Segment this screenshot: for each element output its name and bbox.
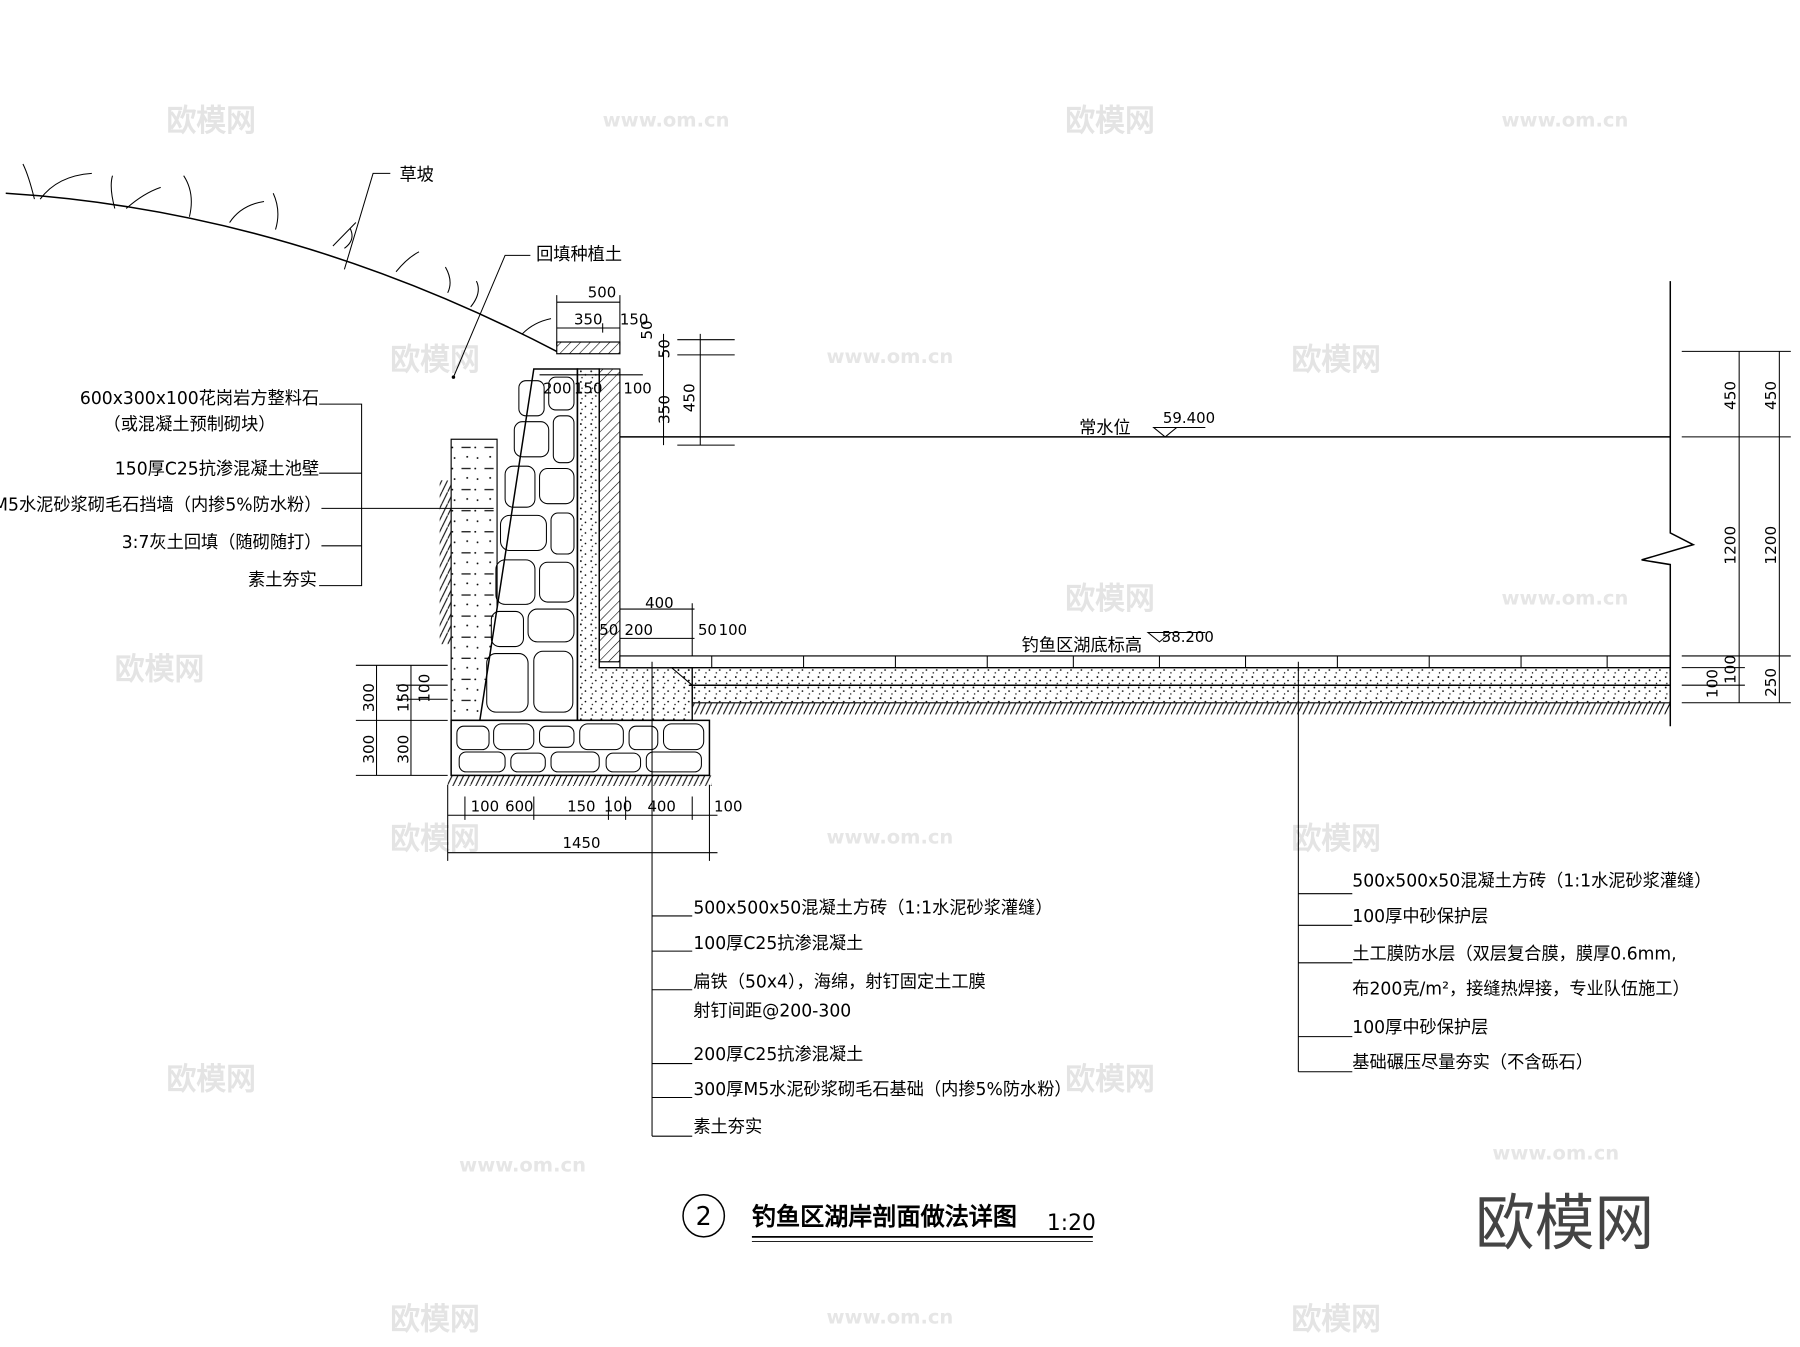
callout-text: 射钉间距@200-300 bbox=[693, 1002, 851, 1022]
callout-text: 200厚C25抗渗混凝土 bbox=[693, 1045, 863, 1065]
callout-text: 基础碾压尽量夯实（不含砾石） bbox=[1352, 1053, 1593, 1073]
callout-text: 3:7灰土回填（随砌随打） bbox=[122, 533, 322, 553]
watermark: 欧模网 bbox=[1065, 104, 1155, 139]
brand-logo: 欧模网 bbox=[1475, 1188, 1654, 1259]
dimension-label: 150 bbox=[574, 379, 602, 397]
callout-text: 300厚M5水泥砂浆砌毛石基础（内掺5%防水粉） bbox=[693, 1080, 1071, 1100]
title-text: 钓鱼区湖岸剖面做法详图 bbox=[752, 1202, 1017, 1231]
grass-slope: 草坡 回填种植土 bbox=[5, 163, 622, 379]
backfill-soil-label: 回填种植土 bbox=[536, 245, 622, 265]
watermark: 欧模网 bbox=[390, 822, 480, 857]
lake-section: 常水位 59.400 钓鱼区湖底标高 58.200 bbox=[619, 281, 1696, 727]
callout-text: 100厚中砂保护层 bbox=[1352, 907, 1488, 927]
dimension-label: 150 bbox=[567, 798, 595, 816]
drawing-number: 2 bbox=[696, 1202, 712, 1232]
watermark: www.om.cn bbox=[1502, 108, 1629, 131]
watermark: 欧模网 bbox=[1291, 822, 1381, 857]
callout-text: 素土夯实 bbox=[693, 1118, 762, 1138]
watermark: 欧模网 bbox=[1291, 1302, 1381, 1337]
callout-text: M5水泥砂浆砌毛石挡墙（内掺5%防水粉） bbox=[0, 496, 321, 516]
dimension-label: 200 bbox=[543, 379, 571, 397]
lake-bottom-label: 钓鱼区湖底标高 bbox=[1022, 636, 1142, 656]
dimension-label: 400 bbox=[647, 798, 675, 816]
watermark: www.om.cn bbox=[459, 1153, 586, 1176]
dimension-label: 350 bbox=[574, 310, 602, 328]
dimension-label: 400 bbox=[645, 594, 673, 612]
watermark: www.om.cn bbox=[827, 1305, 954, 1328]
dimension-label: 300 bbox=[360, 735, 378, 764]
dimension-label: 150 bbox=[395, 683, 413, 712]
callout-text: 土工膜防水层（双层复合膜，膜厚0.6mm, bbox=[1352, 944, 1676, 964]
dimension-text: 500 350 150 200 150 100 50 50 350 450 40… bbox=[360, 283, 1779, 852]
dimension-label: 100 bbox=[604, 798, 632, 816]
dimension-label: 500 bbox=[588, 283, 616, 301]
dimension-label: 150 bbox=[620, 310, 648, 328]
left-callouts: 600x300x100花岗岩方整料石 （或混凝土预制砌块） 150厚C25抗渗混… bbox=[0, 389, 494, 591]
callout-text: 布200克/m²，接缝热焊接，专业队伍施工） bbox=[1352, 979, 1689, 999]
water-level-label: 常水位 bbox=[1079, 418, 1131, 438]
callout-text: 100厚中砂保护层 bbox=[1352, 1018, 1488, 1038]
callout-text: （或混凝土预制砌块） bbox=[104, 415, 276, 435]
right-callouts: 500x500x50混凝土方砖（1:1水泥砂浆灌缝） 100厚中砂保护层 土工膜… bbox=[1297, 661, 1711, 1073]
callout-text: 500x500x50混凝土方砖（1:1水泥砂浆灌缝） bbox=[1352, 872, 1711, 892]
watermarks: 欧模网 www.om.cn 欧模网 www.om.cn 欧模网 www.om.c… bbox=[115, 104, 1629, 1338]
callout-text: 600x300x100花岗岩方整料石 bbox=[80, 389, 319, 409]
dimension-label: 200 bbox=[624, 621, 652, 639]
watermark: www.om.cn bbox=[827, 825, 954, 848]
dimension-label: 50 bbox=[698, 621, 717, 639]
dimension-label: 1200 bbox=[1762, 526, 1780, 565]
callout-text: 500x500x50混凝土方砖（1:1水泥砂浆灌缝） bbox=[693, 898, 1052, 918]
watermark: www.om.cn bbox=[1502, 586, 1629, 609]
dimension-label: 100 bbox=[623, 379, 651, 397]
grass-slope-label: 草坡 bbox=[399, 165, 433, 185]
dimension-label: 50 bbox=[599, 621, 618, 639]
lake-bottom-elevation: 58.200 bbox=[1162, 628, 1214, 646]
dimensions bbox=[355, 295, 1791, 861]
retaining-wall bbox=[439, 341, 712, 786]
callout-text: 扁铁（50x4），海绵，射钉固定土工膜 bbox=[693, 972, 985, 992]
dimension-label: 1450 bbox=[563, 834, 601, 852]
dimension-label: 450 bbox=[1762, 381, 1780, 410]
watermark: www.om.cn bbox=[827, 345, 954, 368]
bottom-callouts: 500x500x50混凝土方砖（1:1水泥砂浆灌缝） 100厚C25抗渗混凝土 … bbox=[651, 661, 1072, 1138]
dimension-label: 100 bbox=[415, 674, 433, 703]
dimension-label: 450 bbox=[681, 383, 699, 412]
watermark: 欧模网 bbox=[1065, 1062, 1155, 1097]
watermark: 欧模网 bbox=[1065, 582, 1155, 617]
drawing-title: 2 钓鱼区湖岸剖面做法详图 1:20 欧模网 bbox=[682, 1188, 1654, 1259]
watermark: 欧模网 bbox=[115, 652, 205, 687]
watermark: 欧模网 bbox=[166, 104, 256, 139]
dimension-label: 50 bbox=[638, 320, 656, 339]
dimension-label: 300 bbox=[360, 683, 378, 712]
watermark: 欧模网 bbox=[390, 1302, 480, 1337]
watermark: www.om.cn bbox=[603, 108, 730, 131]
callout-text: 100厚C25抗渗混凝土 bbox=[693, 934, 863, 954]
dimension-label: 350 bbox=[655, 395, 673, 424]
watermark: 欧模网 bbox=[390, 343, 480, 378]
dimension-label: 250 bbox=[1762, 668, 1780, 697]
dimension-label: 600 bbox=[505, 798, 533, 816]
dimension-label: 1200 bbox=[1722, 526, 1740, 565]
dimension-label: 450 bbox=[1722, 381, 1740, 410]
callout-text: 150厚C25抗渗混凝土池壁 bbox=[115, 459, 319, 479]
dimension-label: 100 bbox=[471, 798, 499, 816]
watermark: 欧模网 bbox=[166, 1062, 256, 1097]
dimension-label: 100 bbox=[714, 798, 742, 816]
dimension-label: 300 bbox=[395, 735, 413, 764]
dimension-label: 100 bbox=[719, 621, 747, 639]
dimension-label: 100 bbox=[1703, 669, 1721, 698]
watermark: www.om.cn bbox=[1492, 1141, 1619, 1164]
water-level-elevation: 59.400 bbox=[1163, 409, 1215, 427]
watermark: 欧模网 bbox=[1291, 343, 1381, 378]
scale-text: 1:20 bbox=[1047, 1211, 1096, 1236]
dimension-label: 50 bbox=[655, 339, 673, 358]
dimension-label: 100 bbox=[1722, 655, 1740, 684]
callout-text: 素土夯实 bbox=[248, 571, 317, 591]
